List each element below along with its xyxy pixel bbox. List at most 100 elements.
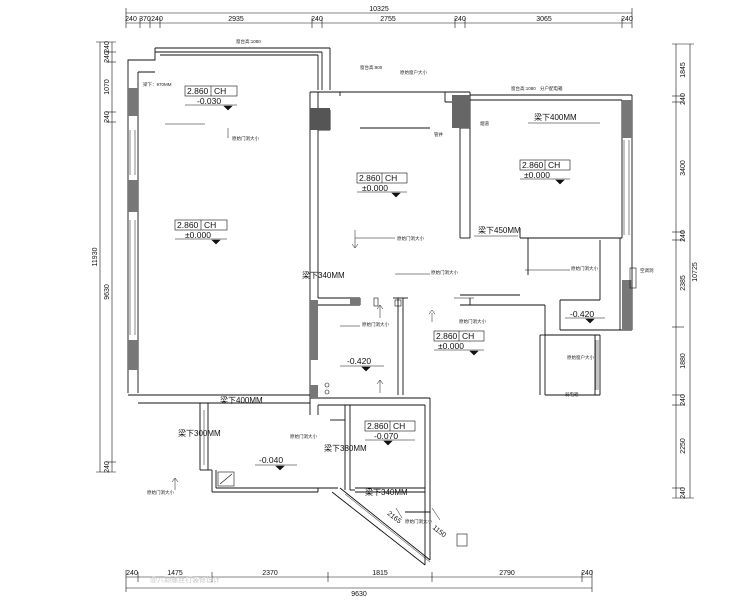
- ceiling-tag-5: 2.860 CH ±0.000: [433, 330, 485, 356]
- note-9: 原始门洞大小: [147, 489, 174, 496]
- ceiling-tag-4: 2.860 CH ±0.000: [519, 159, 571, 185]
- ceiling-code-5: CH: [462, 331, 474, 341]
- ceiling-tag-2: 2.860 CH ±0.000: [174, 219, 228, 245]
- dim-right-5: 1880: [680, 353, 687, 369]
- note-11: 原始窗户大小: [400, 69, 427, 76]
- beam-label-7: 梁下340MM: [365, 488, 408, 497]
- dim-top-6: 240: [454, 16, 466, 23]
- beam-labels: 梁下400MM 梁下450MM 梁下340MM 梁下400MM 梁下300MM …: [178, 113, 600, 497]
- watermark: @八颗螺丝钉装修设计: [150, 575, 220, 584]
- dim-bottom-0: 240: [126, 570, 138, 577]
- dim-right-2: 3400: [680, 160, 687, 176]
- dimension-left: [96, 41, 116, 473]
- dim-right-total: 10725: [692, 262, 699, 282]
- note-15: 窗台高:900: [360, 64, 383, 71]
- fixtures: [217, 267, 637, 547]
- dim-left-4: 9630: [104, 284, 111, 300]
- dim-right-1: 240: [680, 93, 687, 105]
- dim-left-total: 11930: [92, 247, 99, 266]
- dim-top-7: 3065: [536, 16, 552, 23]
- ceiling-height-3: 2.860: [359, 173, 381, 183]
- dim-bottom-4: 2790: [499, 570, 515, 577]
- note-17: 烟道: [480, 120, 489, 127]
- note-12: 原始窗户大小: [567, 354, 594, 361]
- note-18: 分户配电箱: [540, 85, 563, 92]
- bay-dimensions: 2165 1150: [386, 510, 447, 539]
- floor-level-1: -0.030: [197, 96, 221, 106]
- beam-label-2: 梁下450MM: [478, 226, 521, 235]
- floor-level-2: ±0.000: [185, 230, 211, 240]
- floor-level-3: ±0.000: [362, 183, 388, 193]
- dim-right-3: 240: [680, 230, 687, 242]
- floor-level-5: ±0.000: [438, 341, 464, 351]
- dim-bottom-3: 1815: [372, 570, 388, 577]
- note-5: 原始门洞大小: [571, 265, 598, 272]
- floor-mark-1: -0.420: [565, 309, 605, 324]
- floor-level-4: ±0.000: [524, 170, 550, 180]
- floor-level-6: -0.070: [374, 431, 398, 441]
- note-14: 窗台高:1080: [511, 85, 536, 92]
- dim-right-4: 2385: [680, 275, 687, 291]
- note-16: 管井: [434, 131, 443, 138]
- dim-right-6: 240: [680, 394, 687, 406]
- dim-left-3: 240: [104, 111, 111, 123]
- note-2: 原始门洞大小: [232, 135, 259, 142]
- dim-top-3: 2935: [228, 16, 244, 23]
- ceiling-code-3: CH: [385, 173, 397, 183]
- dimension-bottom: [125, 570, 593, 592]
- dim-bottom-total: 9630: [351, 591, 367, 598]
- floor-mark-2: -0.420: [340, 356, 384, 372]
- ceiling-tag-6: 2.860 CH -0.070: [364, 420, 416, 446]
- ceiling-height-4: 2.860: [522, 160, 544, 170]
- note-1: 梁下：970MM: [143, 81, 172, 88]
- note-3: 原始门洞大小: [397, 235, 424, 242]
- ceiling-tag-3: 2.860 CH ±0.000: [356, 172, 408, 198]
- ceiling-code-4: CH: [548, 160, 560, 170]
- dim-right-8: 240: [680, 487, 687, 499]
- dim-left-0: 240: [104, 41, 111, 53]
- dim-right-7: 2250: [680, 438, 687, 454]
- dimension-top-text: 10325 240 370 240 2935 240 2755 240 3065…: [125, 6, 633, 23]
- dim-bottom-2: 2370: [262, 570, 278, 577]
- beam-label-3: 梁下340MM: [302, 271, 345, 280]
- dim-bottom-5: 240: [581, 570, 593, 577]
- columns: [128, 88, 632, 398]
- note-19: 弱电箱: [565, 391, 579, 398]
- dim-bottom-1: 1475: [167, 570, 183, 577]
- window-lines: [129, 130, 630, 563]
- ceiling-height-6: 2.860: [367, 421, 389, 431]
- floor-mark-value-1: -0.420: [570, 309, 594, 319]
- dim-right-0: 1845: [680, 62, 687, 78]
- note-13: 窗台高:1080: [236, 38, 261, 45]
- ceiling-height-2: 2.860: [177, 220, 199, 230]
- floor-mark-value-3: -0.040: [259, 455, 283, 465]
- dim-left-2: 1070: [104, 79, 111, 95]
- dimension-top: [125, 8, 633, 28]
- dim-top-0: 240: [125, 16, 137, 23]
- dimension-right: [672, 43, 694, 499]
- dim-diagonal-1: 2165: [386, 510, 403, 525]
- annotations: 梁下：970MM 原始门洞大小 原始门洞大小 原始门洞大小 原始门洞大小 原始门…: [143, 38, 654, 525]
- dim-left-1: 240: [104, 51, 111, 63]
- ceiling-code-6: CH: [393, 421, 405, 431]
- ceiling-code-2: CH: [204, 220, 216, 230]
- note-4: 原始门洞大小: [431, 269, 458, 276]
- dim-left-5: 240: [104, 461, 111, 473]
- ceiling-height-1: 2.860: [187, 86, 209, 96]
- dimension-right-text: 1845 240 3400 240 2385 1880 240 2250 240…: [680, 62, 699, 499]
- beam-label-4: 梁下400MM: [220, 396, 263, 405]
- dim-diagonal-2: 1150: [431, 524, 447, 539]
- note-10: 原始门洞大小: [405, 518, 432, 525]
- floor-mark-value-2: -0.420: [347, 356, 371, 366]
- dim-top-8: 240: [621, 16, 633, 23]
- beam-label-6: 梁下380MM: [324, 444, 367, 453]
- floor-mark-3: -0.040: [255, 455, 297, 471]
- note-6: 原始门洞大小: [362, 321, 389, 328]
- beam-label-1: 梁下400MM: [534, 113, 577, 122]
- dim-top-total: 10325: [369, 6, 389, 13]
- leaders: [165, 123, 570, 521]
- ceiling-code-1: CH: [214, 86, 226, 96]
- dim-top-4: 240: [311, 16, 323, 23]
- beam-label-5: 梁下300MM: [178, 429, 221, 438]
